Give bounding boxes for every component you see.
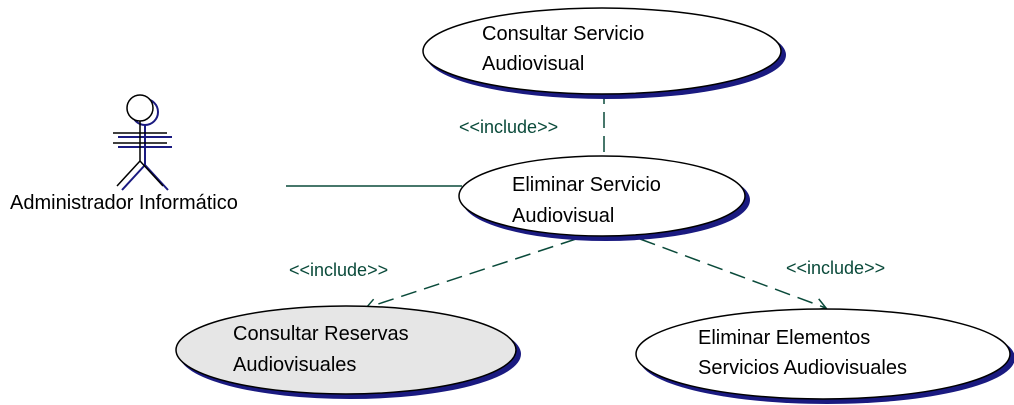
include-label-top: <<include>>	[459, 117, 558, 137]
use-case-eliminar-elementos[interactable]: Eliminar Elementos Servicios Audiovisual…	[635, 308, 1014, 404]
use-case-line-1: Eliminar Elementos	[698, 327, 870, 349]
use-case-line-2: Audiovisuales	[233, 354, 356, 376]
actor-name: Administrador Informático	[10, 192, 238, 214]
use-case-line-1: Eliminar Servicio	[512, 174, 661, 196]
include-arrow-right[interactable]	[639, 238, 828, 311]
use-case-line-1: Consultar Servicio	[482, 23, 644, 45]
include-label-right: <<include>>	[786, 258, 885, 278]
actor[interactable]: Administrador Informático	[10, 94, 238, 214]
use-case-eliminar-servicio[interactable]: Eliminar Servicio Audiovisual	[458, 155, 750, 241]
stick-figure-icon	[113, 94, 172, 191]
use-case-line-2: Audiovisual	[512, 205, 614, 227]
include-arrow-left[interactable]	[364, 238, 577, 312]
use-case-consultar-servicio[interactable]: Consultar Servicio Audiovisual	[422, 7, 786, 99]
use-case-line-2: Audiovisual	[482, 53, 584, 75]
include-label-left: <<include>>	[289, 260, 388, 280]
use-case-ellipse	[422, 7, 782, 95]
use-case-line-2: Servicios Audiovisuales	[698, 357, 907, 379]
use-case-line-1: Consultar Reservas	[233, 323, 409, 345]
use-case-ellipse	[635, 308, 1011, 400]
use-case-ellipse	[458, 155, 746, 237]
use-case-ellipse	[175, 305, 517, 395]
use-case-consultar-reservas[interactable]: Consultar Reservas Audiovisuales	[175, 305, 521, 399]
